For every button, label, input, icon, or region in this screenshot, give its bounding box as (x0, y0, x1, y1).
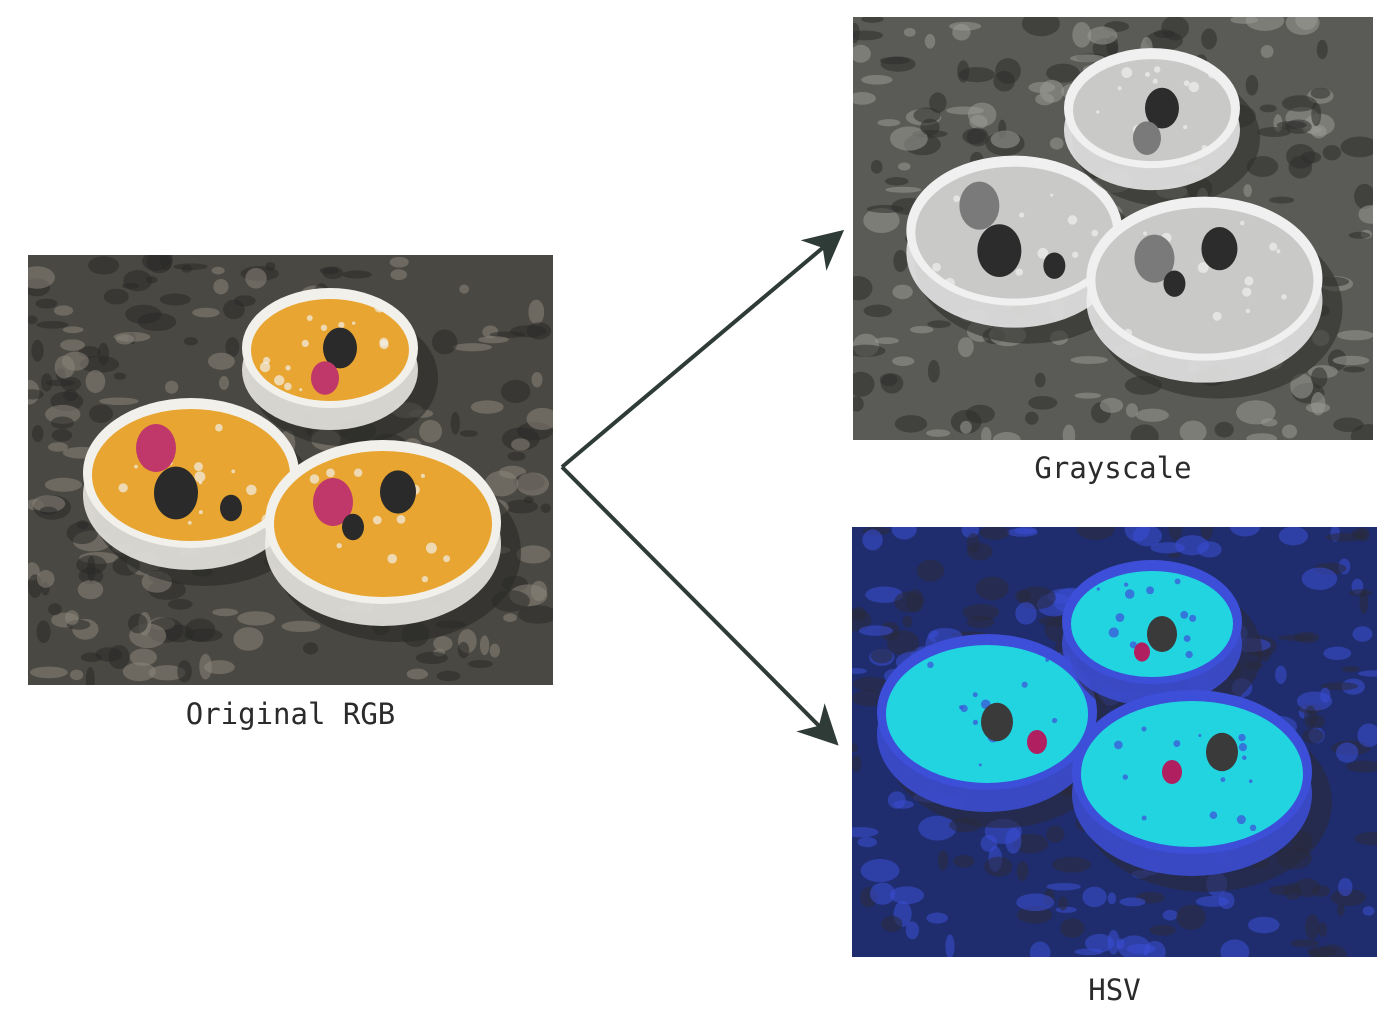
arrow-to-grayscale (560, 229, 845, 469)
grayscale-image (853, 17, 1373, 440)
hsv-caption: HSV (1088, 973, 1141, 1007)
original-rgb-image (28, 255, 553, 685)
arrow-to-hsv (560, 465, 839, 746)
hsv-image (852, 527, 1377, 957)
grayscale-caption: Grayscale (1034, 451, 1192, 485)
original-rgb-caption: Original RGB (185, 697, 396, 731)
